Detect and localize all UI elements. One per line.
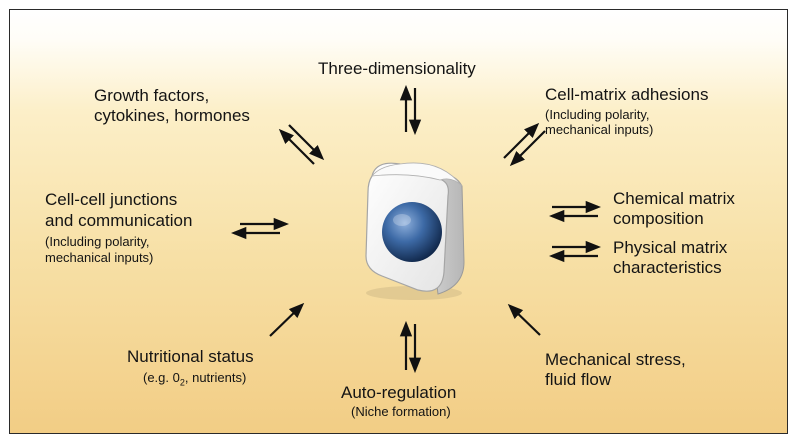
arrow-chemical-matrix xyxy=(548,200,602,223)
label-auto-line2: (Niche formation) xyxy=(351,404,451,419)
label-mech-line1: Mechanical stress, xyxy=(545,350,686,369)
label-auto-line1: Auto-regulation xyxy=(341,383,457,402)
arrow-three-dimensionality xyxy=(399,84,422,136)
arrow-cell-cell-junctions xyxy=(230,217,290,240)
label-chem-line1: Chemical matrix xyxy=(613,189,735,208)
arrow-auto-regulation xyxy=(399,320,422,374)
label-phys-line2: characteristics xyxy=(613,258,722,277)
label-chem-line2: composition xyxy=(613,209,704,228)
label-cm-title: Cell-matrix adhesions xyxy=(545,85,709,104)
label-mech-line2: fluid flow xyxy=(545,370,612,389)
label-cc-sub1: (Including polarity, xyxy=(45,234,150,249)
label-growth-line1: Growth factors, xyxy=(94,86,210,105)
arrow-nutritional-status xyxy=(269,302,305,337)
label-nutr-line2: (e.g. 02, nutrients) xyxy=(143,370,246,391)
label-cm-sub2: mechanical inputs) xyxy=(545,122,654,137)
label-three-dimensionality: Three-dimensionality xyxy=(318,59,476,78)
label-cm-sub1: (Including polarity, xyxy=(545,107,650,122)
arrow-growth-factors xyxy=(278,124,325,165)
label-growth-line2: cytokines, hormones xyxy=(94,106,250,125)
label-nutr-pre: (e.g. 0 xyxy=(143,370,180,385)
arrow-physical-matrix xyxy=(548,240,602,263)
label-cc-title1: Cell-cell junctions xyxy=(45,190,178,209)
label-cc-title2: and communication xyxy=(45,211,193,230)
label-cc-sub2: mechanical inputs) xyxy=(45,250,154,265)
label-nutr-sub: 2 xyxy=(179,377,185,388)
arrow-cell-matrix-adhesions xyxy=(503,122,546,167)
label-nutr-line1: Nutritional status xyxy=(127,347,254,366)
arrow-mechanical-stress xyxy=(507,303,541,336)
cell-icon xyxy=(365,162,465,300)
label-nutr-post: , nutrients) xyxy=(184,370,247,385)
label-phys-line1: Physical matrix xyxy=(613,238,728,257)
